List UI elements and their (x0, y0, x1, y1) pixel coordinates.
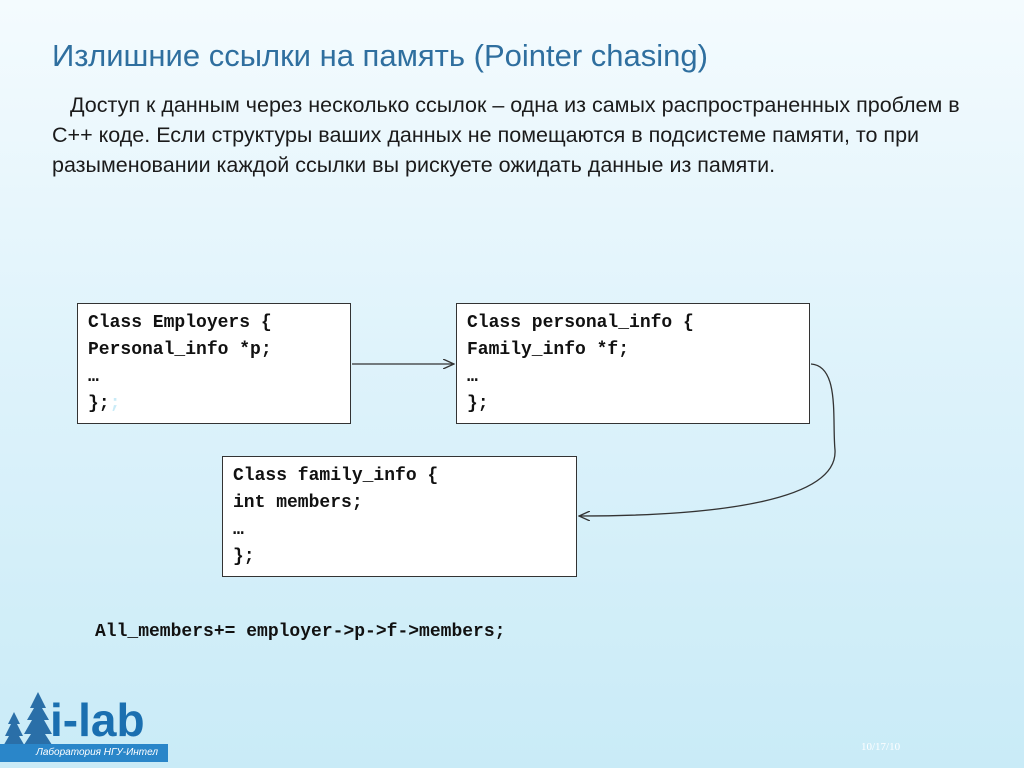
code-line: … (467, 367, 478, 387)
code-line: Class personal_info { (467, 313, 694, 333)
code-line: };; (88, 391, 340, 418)
slide-title: Излишние ссылки на память (Pointer chasi… (52, 38, 708, 73)
code-line: … (88, 367, 99, 387)
intro-paragraph: Доступ к данным через несколько ссылок –… (52, 93, 960, 177)
code-line: Family_info *f; (467, 340, 630, 360)
code-line: }; (467, 394, 489, 414)
member-access-expression: All_members+= employer->p->f->members; (95, 622, 506, 642)
code-line: }; (233, 547, 255, 567)
personal-info-class-box: Class personal_info { Family_info *f; … … (456, 303, 810, 424)
family-info-class-box: Class family_info { int members; … }; (222, 456, 577, 577)
employers-class-box: Class Employers { Personal_info *p; … };… (77, 303, 351, 424)
code-line: Class Employers { (88, 313, 272, 333)
logo-subtitle: Лаборатория НГУ-Интел (0, 744, 168, 762)
code-text: }; (88, 394, 110, 414)
code-line: Personal_info *p; (88, 340, 272, 360)
logo-text: i-lab (50, 694, 145, 746)
faded-semicolon: ; (109, 394, 121, 414)
slide-date: 10/17/10 (861, 741, 901, 753)
code-line: Class family_info { (233, 466, 439, 486)
code-line: … (233, 520, 244, 540)
code-line: int members; (233, 493, 363, 513)
